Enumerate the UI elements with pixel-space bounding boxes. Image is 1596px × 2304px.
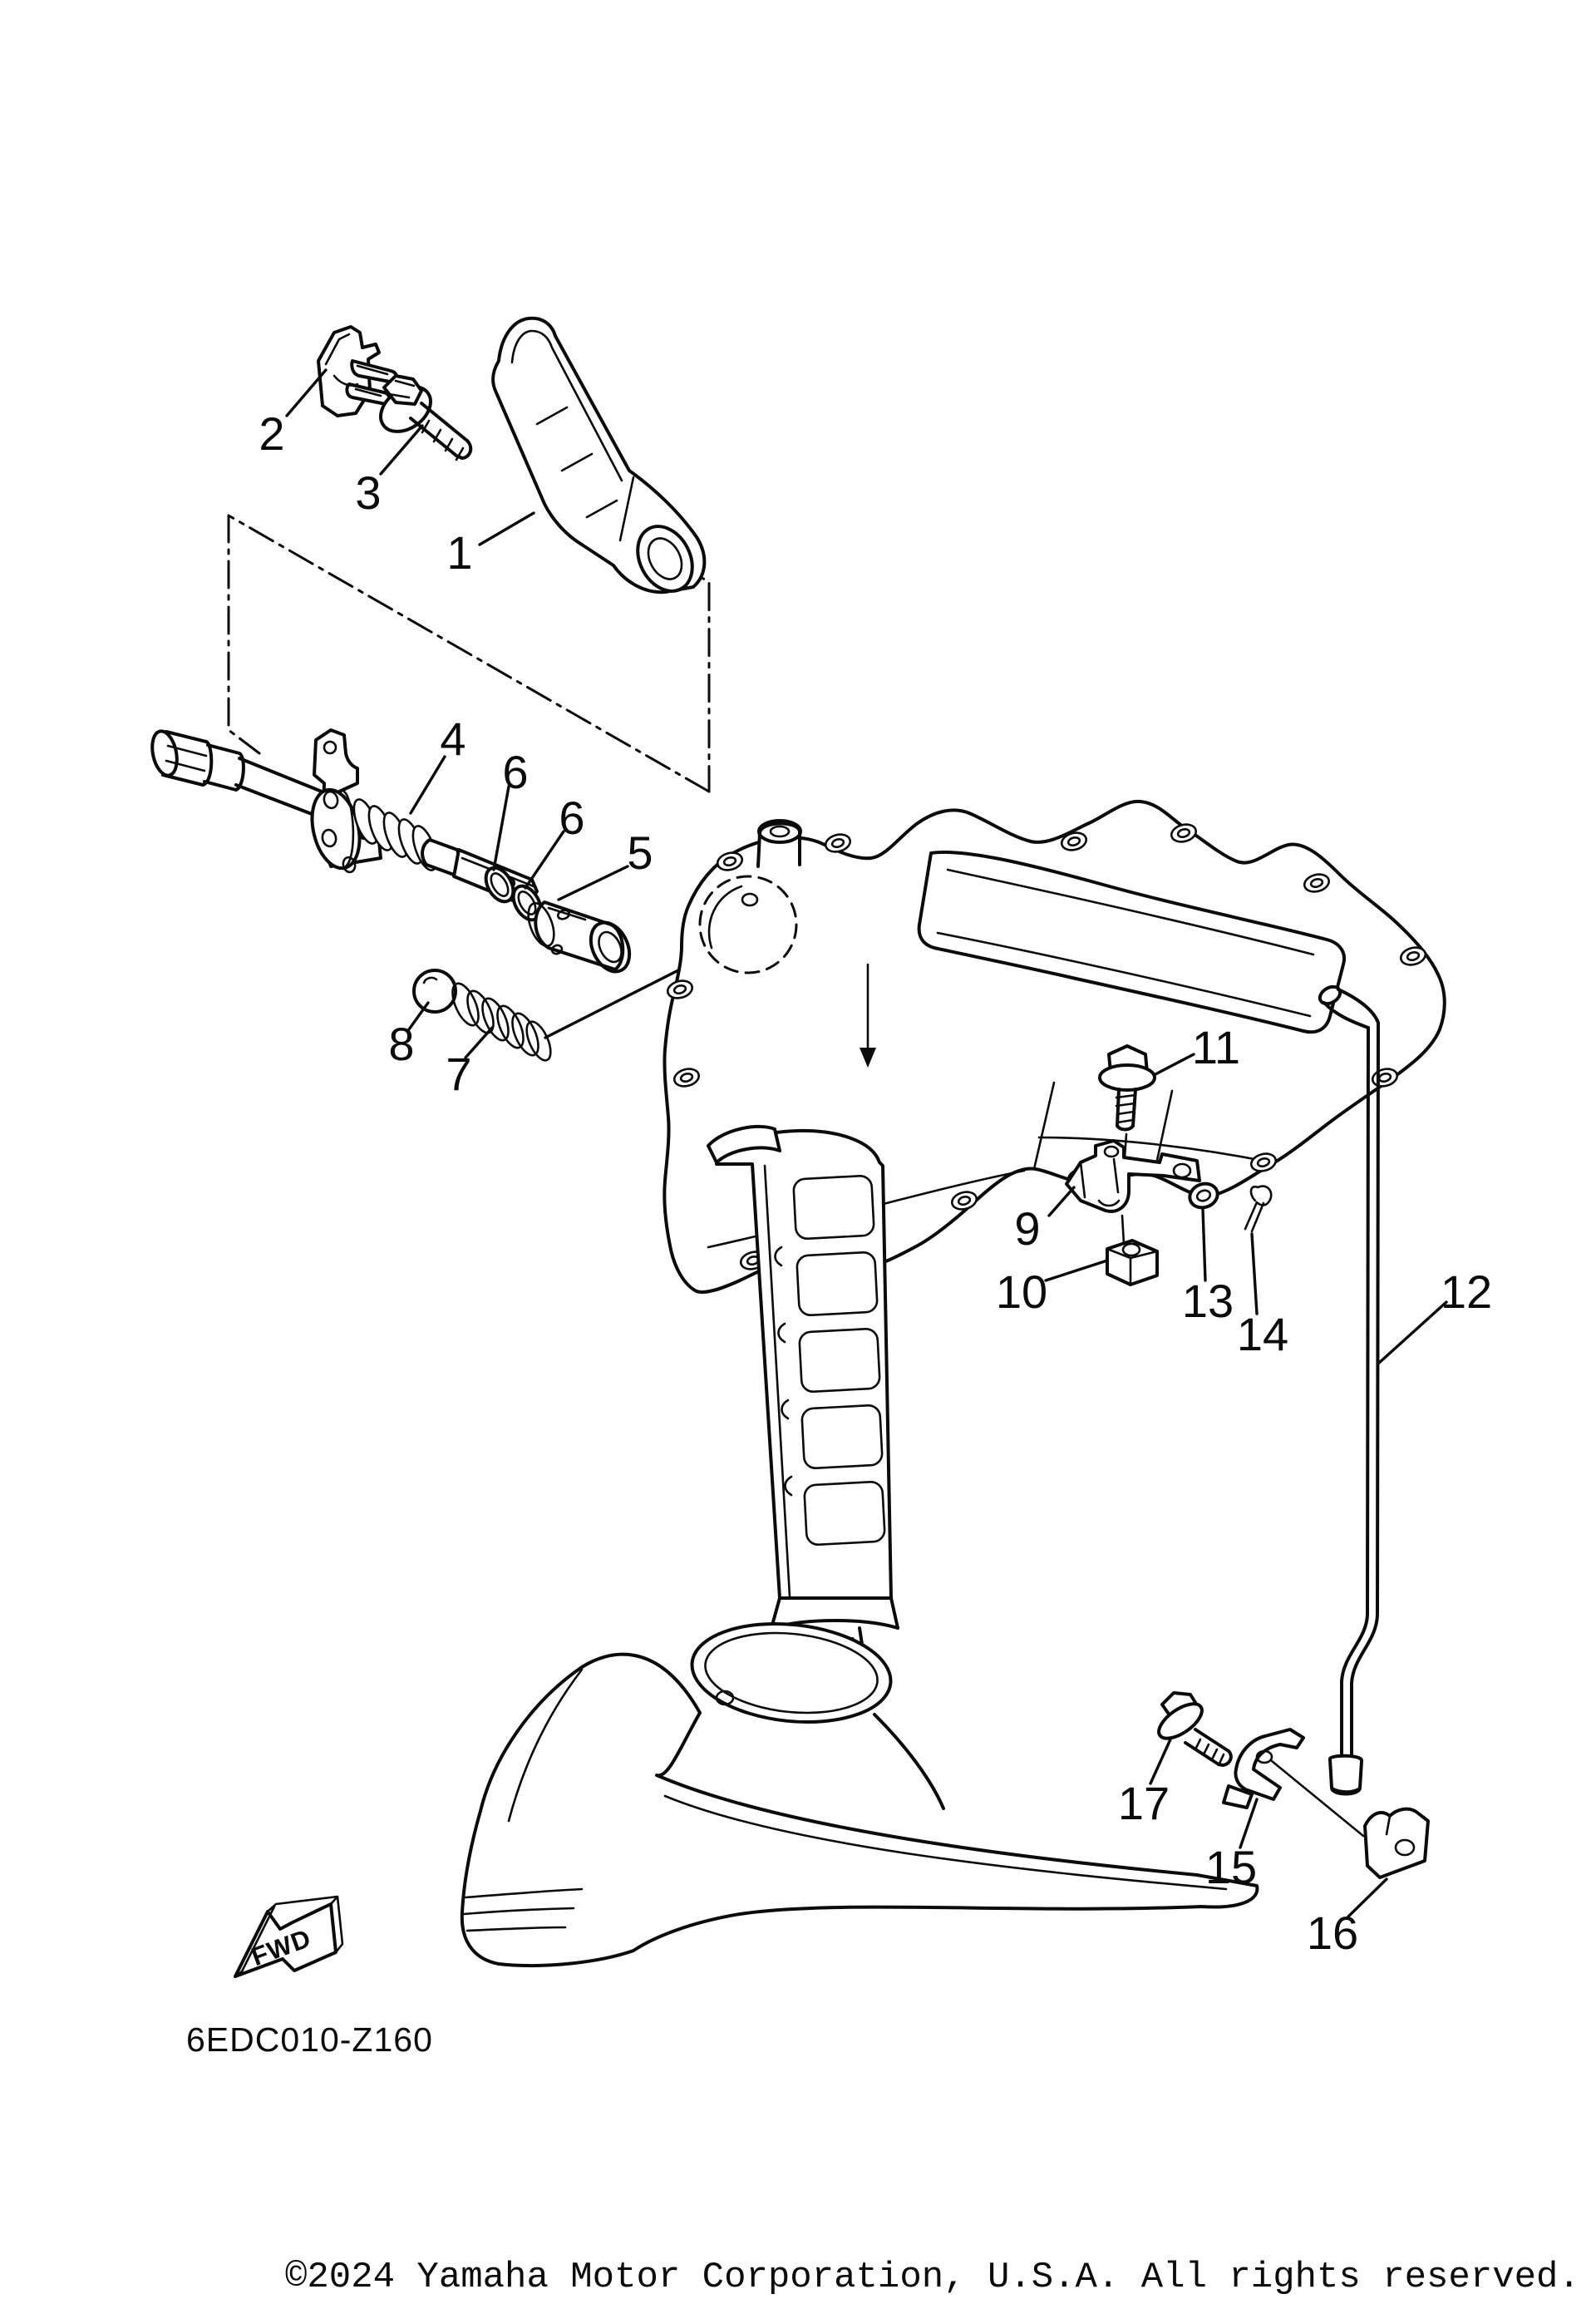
down-arrowhead-icon [860, 1048, 876, 1068]
part-4-shift-rod [150, 728, 539, 908]
callout-8: 8 [388, 1018, 414, 1070]
leader-lines [285, 368, 1448, 1918]
bolt-holes [666, 823, 1427, 1275]
bracket-to-nut-line [1121, 1214, 1126, 1246]
callouts: 1 2 3 4 5 6 6 7 8 9 10 11 12 13 14 15 16… [259, 407, 1492, 1959]
clamp-to-block-line [1270, 1759, 1365, 1838]
tube-slots [792, 1175, 886, 1546]
part-10-nut [1106, 1239, 1159, 1286]
fwd-arrow: FWD [234, 1895, 344, 1978]
diagram-code: 6EDC010-Z160 [186, 2020, 433, 2059]
part-17-bolt [1157, 1691, 1233, 1767]
callout-16: 16 [1307, 1907, 1358, 1959]
lower-casing [460, 1621, 1259, 1968]
part-12-rod [1318, 984, 1380, 1796]
copyright-line: ©2024 Yamaha Motor Corporation, U.S.A. A… [285, 2257, 1580, 2298]
part-13-washer [1188, 1182, 1219, 1210]
callout-10: 10 [996, 1265, 1047, 1318]
callout-1: 1 [446, 526, 472, 579]
callout-9: 9 [1014, 1202, 1040, 1255]
driveshaft-tube [707, 1125, 899, 1630]
callout-6a: 6 [502, 746, 528, 798]
callout-12: 12 [1441, 1265, 1492, 1318]
callout-4: 4 [440, 713, 466, 765]
callout-13: 13 [1182, 1275, 1234, 1327]
part-9-bracket [1065, 1139, 1201, 1246]
callout-6b: 6 [559, 792, 584, 844]
part-11-bolt [1098, 1044, 1156, 1159]
callout-11: 11 [1192, 1021, 1240, 1073]
part-6-o-rings [484, 866, 543, 922]
callout-17: 17 [1118, 1777, 1170, 1829]
part-3-bolt [379, 374, 473, 461]
callout-5: 5 [627, 826, 653, 879]
part-8-ball [412, 969, 457, 1014]
callout-2: 2 [259, 407, 284, 460]
part-1-shift-lever [491, 316, 707, 595]
gearcase-outline [460, 1652, 1259, 1968]
callout-3: 3 [355, 466, 381, 519]
part-16-block [1363, 1807, 1430, 1879]
part-15-clamp [1222, 1728, 1365, 1838]
datum-line-right [669, 558, 711, 793]
part-5-sleeve [527, 900, 632, 974]
datum-line-left [227, 514, 261, 755]
callout-15: 15 [1205, 1841, 1257, 1893]
part-14-cotter-pin [1244, 1185, 1273, 1233]
callout-14: 14 [1237, 1308, 1288, 1360]
datum-line-diagonal [227, 514, 711, 793]
callout-7: 7 [446, 1048, 471, 1100]
cam-cover-dashed-circle [698, 875, 798, 974]
